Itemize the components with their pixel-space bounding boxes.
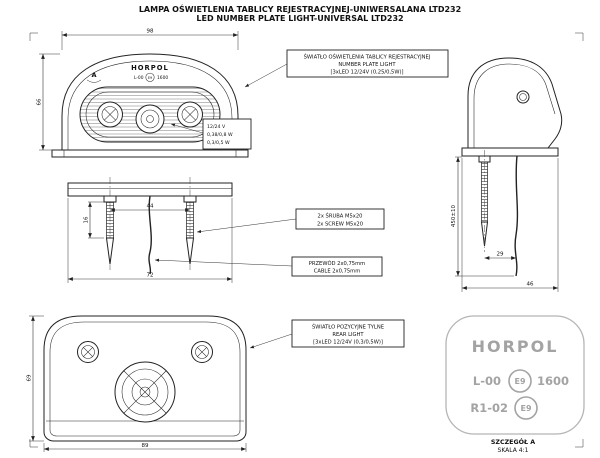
detail-emark2-circle bbox=[514, 396, 538, 420]
callout-number-plate-light: ŚWIATŁO OŚWIETLENIA TABLICY REJESTRACYJN… bbox=[244, 49, 449, 88]
dim-29: 29 bbox=[497, 252, 504, 258]
rear-view: 69 89 bbox=[27, 315, 247, 452]
detail-r-mark: R1-02 bbox=[470, 401, 508, 415]
callout-screws: 2x ŚRUBA M5x20 2x SCREW M5x20 bbox=[196, 208, 385, 234]
bottom-dim-spacing: 44 bbox=[110, 204, 190, 212]
front-screw-left bbox=[97, 101, 123, 128]
cable-drawing bbox=[148, 195, 152, 275]
corner-marks bbox=[29, 32, 584, 448]
side-cable bbox=[514, 155, 519, 277]
detail-brand-text: HORPOL bbox=[472, 337, 559, 356]
rear-center-led bbox=[114, 361, 176, 423]
sheet-title: LAMPA OŚWIETLENIA TABLICY REJESTRACYJNEJ… bbox=[139, 3, 461, 23]
front-approval-left: L-00 bbox=[134, 75, 144, 81]
rear-dim-width: 89 bbox=[43, 443, 247, 452]
callout-rear-light: ŚWIATŁO POZYCYJNE TYLNE REAR LIGHT [3xLE… bbox=[249, 319, 405, 349]
front-emark-circle bbox=[145, 72, 155, 82]
detail-a-marker: A bbox=[91, 71, 96, 79]
front-dim-width: 98 bbox=[61, 29, 239, 50]
dim-450: 450±10 bbox=[451, 204, 457, 227]
side-dim-depth: 46 bbox=[461, 158, 559, 292]
stud-left bbox=[103, 195, 117, 265]
bottom-dim-overall: 72 bbox=[67, 198, 233, 283]
callout-plate-line1: ŚWIATŁO OŚWIETLENIA TABLICY REJESTRACYJN… bbox=[304, 54, 431, 61]
detail-caption-title: SZCZEGÓŁ A bbox=[491, 437, 535, 446]
detail-caption-scale: SKALA 4:1 bbox=[498, 447, 529, 454]
dim-72: 72 bbox=[147, 273, 154, 279]
front-view: HORPOL L-00 E9 1600 A 12/24 V 0,38/0,8 W… bbox=[37, 29, 252, 158]
front-dim-height: 66 bbox=[37, 53, 60, 151]
rear-screw-left bbox=[77, 341, 99, 363]
detail-outline bbox=[445, 315, 585, 435]
front-center-led bbox=[135, 104, 165, 134]
side-stud bbox=[478, 150, 491, 252]
bottom-view: 44 16 72 bbox=[67, 177, 233, 283]
detail-emark2-text: E9 bbox=[520, 404, 531, 413]
callout-screw-line2: 2x SCREW M5x20 bbox=[317, 222, 363, 228]
side-dim-offset: 29 bbox=[484, 252, 516, 260]
callout-rear-line2: REAR LIGHT bbox=[332, 332, 364, 338]
dim-69: 69 bbox=[27, 374, 33, 381]
front-brand-text: HORPOL bbox=[131, 64, 169, 72]
callout-plate-line3: [3xLED 12/24V (0,25/0,5W)] bbox=[330, 70, 403, 76]
spec-power1: 0,38/0,8 W bbox=[207, 132, 233, 138]
spec-voltage: 12/24 V bbox=[207, 124, 226, 130]
callout-plate-line2: NUMBER PLATE LIGHT bbox=[338, 62, 396, 68]
rear-screw-right bbox=[191, 341, 213, 363]
front-spec-box bbox=[202, 118, 252, 150]
callout-cable-line2: CABLE 2x0,75mm bbox=[314, 269, 361, 275]
front-approval-right: 1600 bbox=[157, 75, 168, 81]
detail-view-a: HORPOL L-00 E9 1600 R1-02 E9 SZCZEGÓŁ A … bbox=[445, 315, 585, 454]
dim-44: 44 bbox=[147, 204, 154, 210]
callout-cable: PRZEWÓD 2x0,75mm CABLE 2x0,75mm bbox=[154, 256, 383, 277]
rear-dim-height: 69 bbox=[27, 315, 44, 442]
dim-46: 46 bbox=[527, 282, 534, 288]
front-screw-right bbox=[177, 101, 203, 128]
detail-approval-right: 1600 bbox=[537, 374, 569, 388]
stud-right bbox=[183, 195, 197, 265]
side-view: 450±10 29 46 bbox=[451, 57, 563, 292]
title-line2: LED NUMBER PLATE LIGHT-UNIVERSAL LTD232 bbox=[196, 14, 403, 23]
callout-rear-line3: [3xLED 12/24V (0,3/0,5W)] bbox=[313, 340, 383, 346]
callout-cable-line1: PRZEWÓD 2x0,75mm bbox=[309, 260, 365, 267]
dim-98: 98 bbox=[147, 29, 154, 35]
dim-16: 16 bbox=[84, 216, 90, 223]
bottom-dim-stud: 16 bbox=[84, 201, 104, 239]
dim-89: 89 bbox=[142, 443, 149, 449]
callout-rear-line1: ŚWIATŁO POZYCYJNE TYLNE bbox=[312, 324, 384, 331]
dim-66: 66 bbox=[37, 98, 43, 105]
front-emark-text: E9 bbox=[148, 76, 152, 80]
spec-power2: 0,3/0,5 W bbox=[207, 140, 230, 146]
detail-emark1-text: E9 bbox=[514, 377, 525, 386]
callout-screw-line1: 2x ŚRUBA M5x20 bbox=[318, 213, 363, 220]
title-line1: LAMPA OŚWIETLENIA TABLICY REJESTRACYJNEJ… bbox=[139, 3, 461, 14]
detail-emark1-circle bbox=[508, 369, 532, 393]
side-dim-cable: 450±10 bbox=[451, 156, 514, 277]
detail-approval-left: L-00 bbox=[473, 374, 501, 388]
